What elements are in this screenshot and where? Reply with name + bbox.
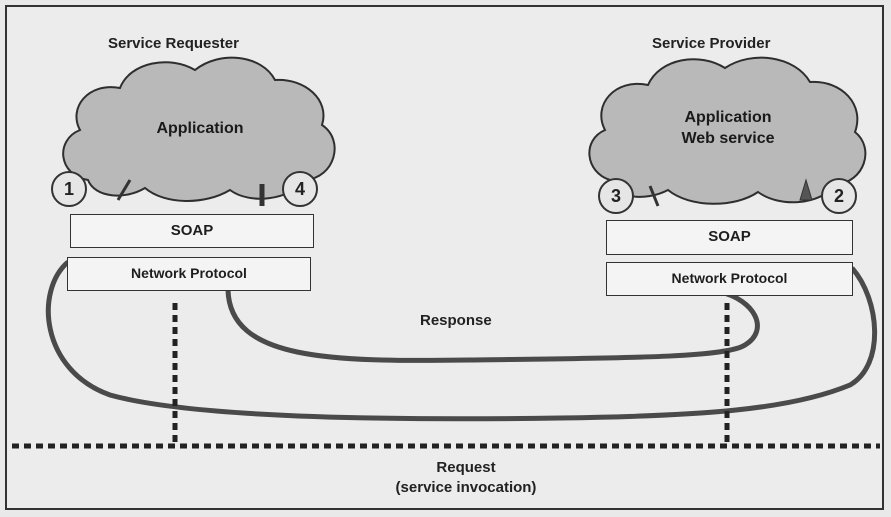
step-1-badge: 1 <box>51 171 87 207</box>
provider-cloud-label: Application Web service <box>648 107 808 149</box>
request-label-line2: (service invocation) <box>395 479 537 496</box>
requester-soap-box: SOAP <box>70 214 314 248</box>
requester-cloud-label: Application <box>156 120 244 137</box>
request-label: Request (service invocation) <box>366 458 566 498</box>
step-2-badge: 2 <box>821 178 857 214</box>
provider-network-box: Network Protocol <box>606 262 853 296</box>
provider-soap-box: SOAP <box>606 220 853 255</box>
provider-cloud <box>588 56 867 205</box>
provider-cloud-line1: Application <box>684 109 772 126</box>
response-label: Response <box>420 312 492 329</box>
step-4-badge: 4 <box>282 171 318 207</box>
requester-network-box: Network Protocol <box>67 257 311 291</box>
response-path <box>225 289 760 363</box>
arrow-step-1 <box>116 179 132 201</box>
step-3-badge: 3 <box>598 178 634 214</box>
arrow-step-2 <box>799 178 813 201</box>
provider-cloud-line2: Web service <box>681 130 775 147</box>
request-label-line1: Request <box>436 459 496 476</box>
request-path <box>45 260 878 422</box>
arrow-step-3 <box>648 185 660 207</box>
provider-title: Service Provider <box>652 35 771 52</box>
requester-title: Service Requester <box>108 35 239 52</box>
requester-cloud <box>62 56 336 202</box>
